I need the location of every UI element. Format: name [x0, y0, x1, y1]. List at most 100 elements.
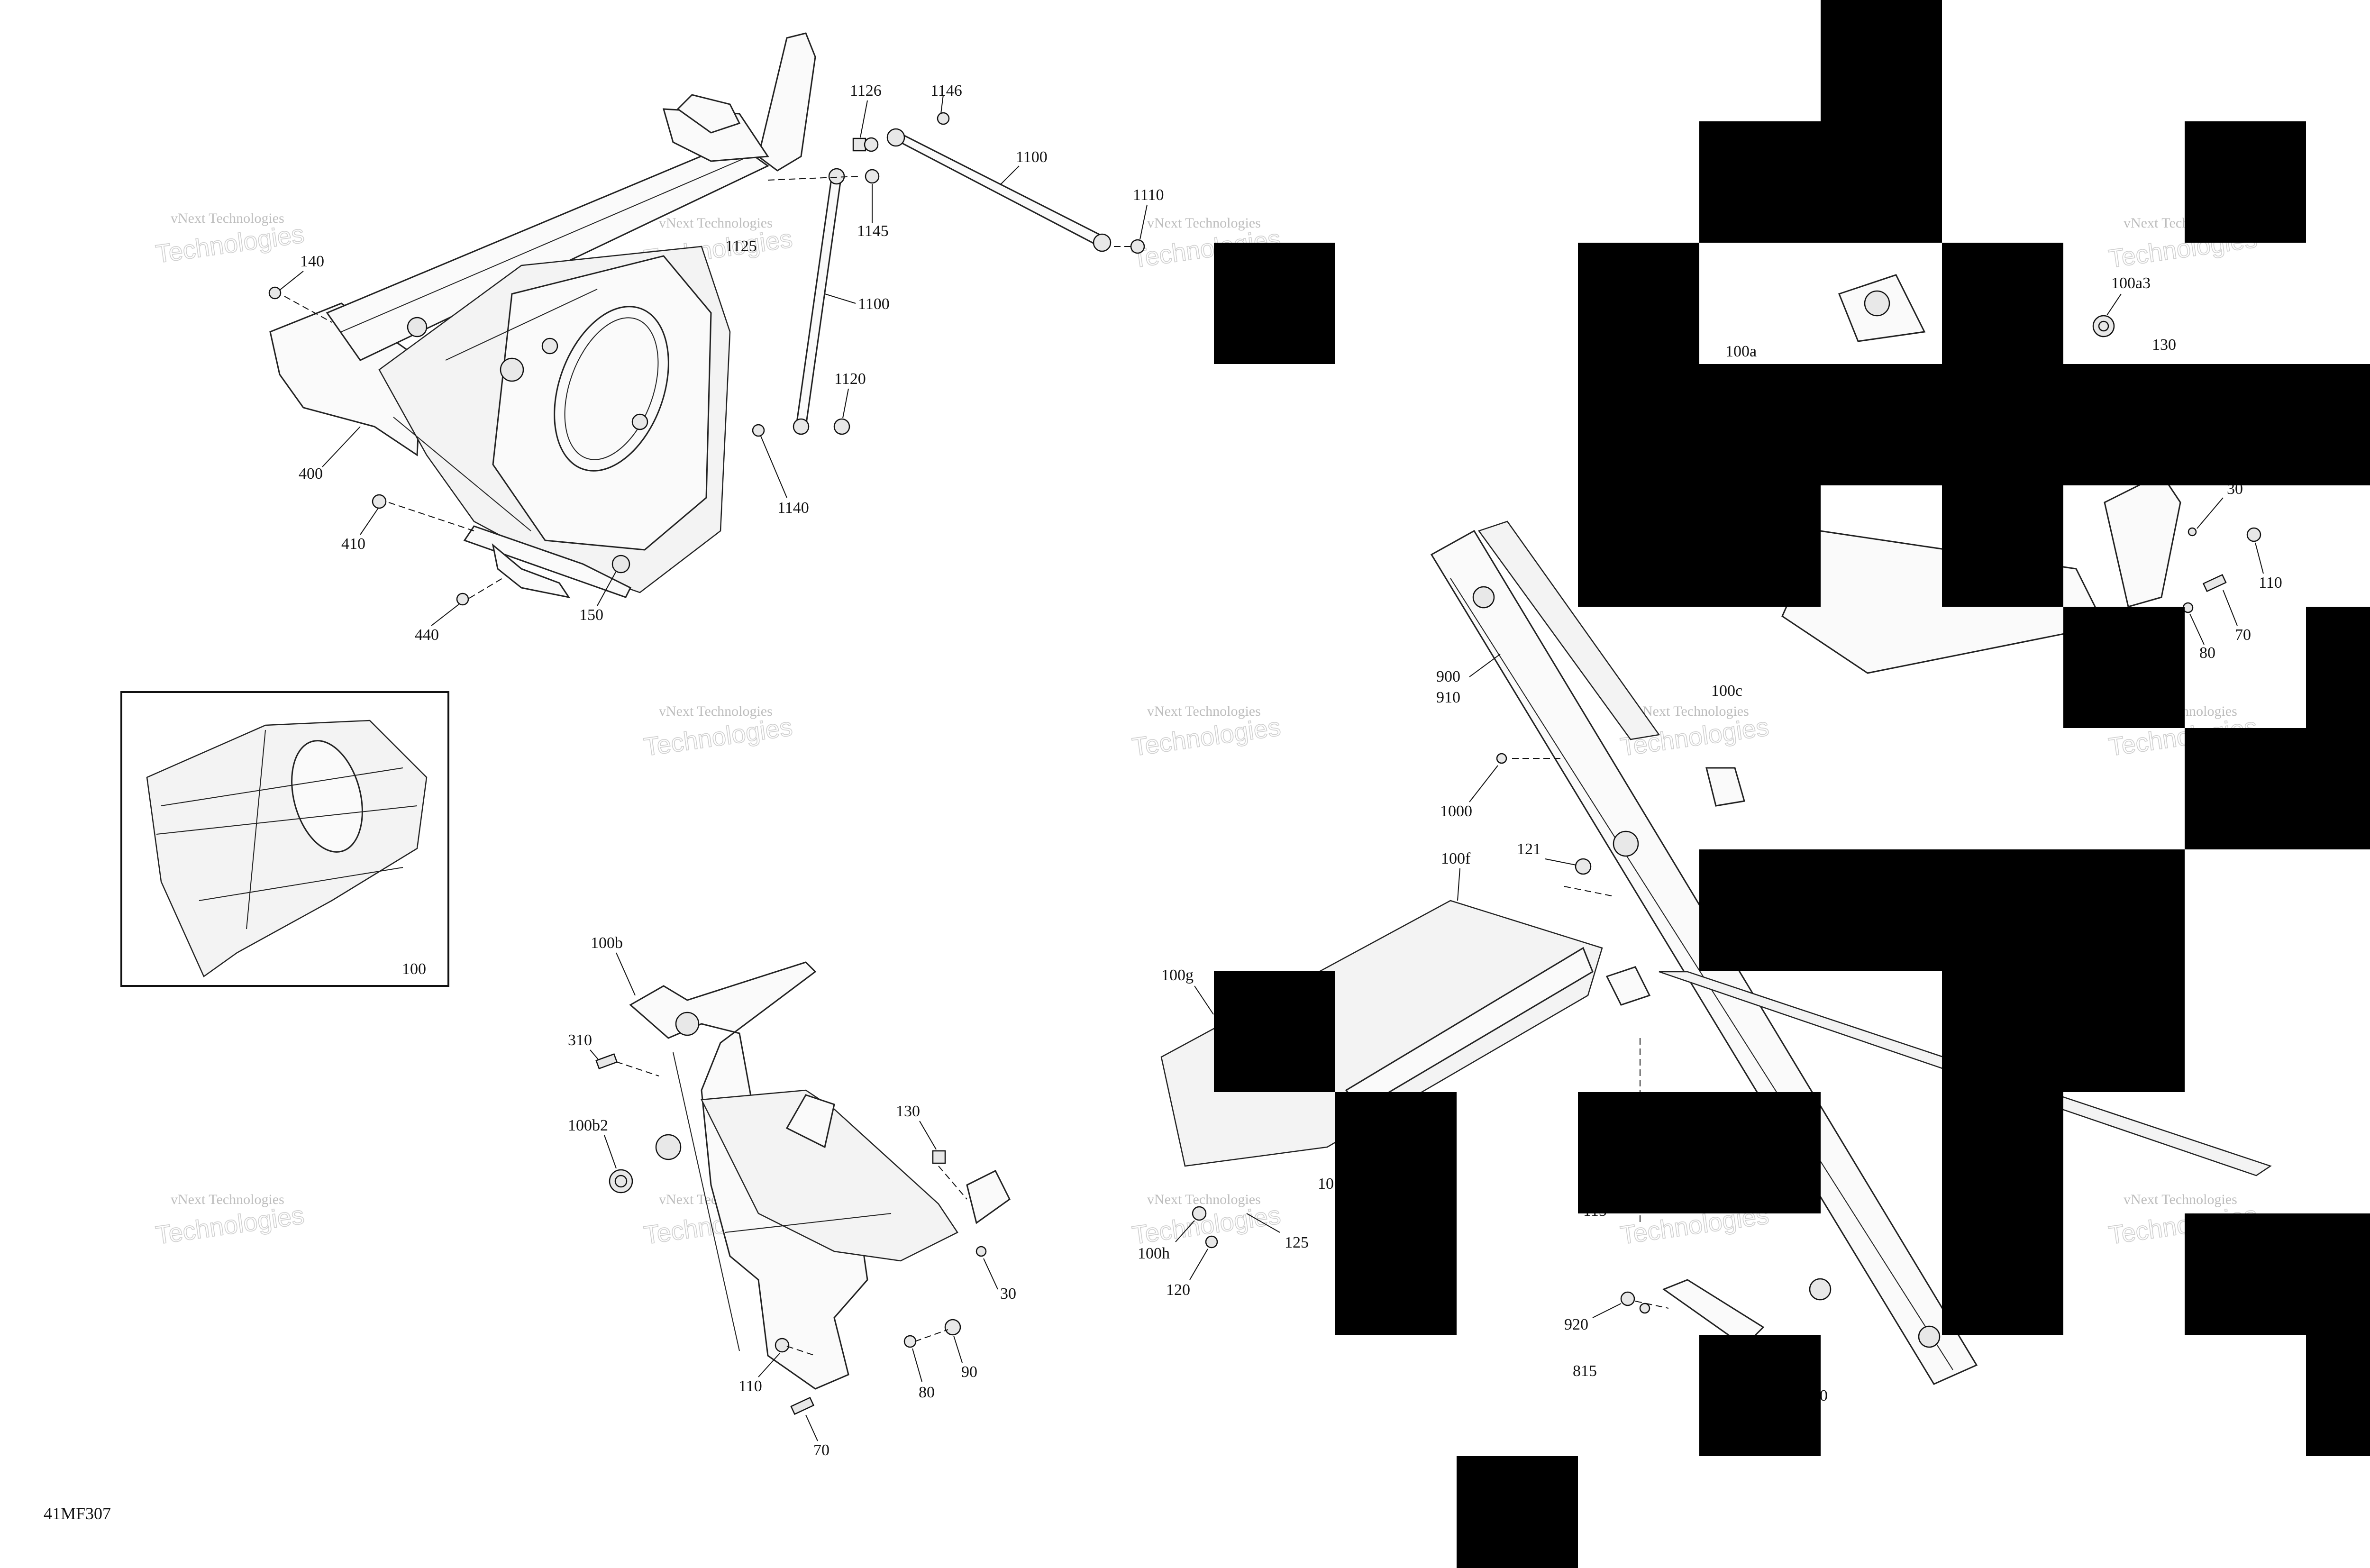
redaction-block [1578, 485, 1821, 607]
redaction-block [1578, 1092, 1821, 1213]
tie-rod-horizontal [889, 133, 1106, 248]
callout-90: 90 [961, 1363, 977, 1381]
side-bracket-assembly [629, 961, 1011, 1390]
callout-80-left: 80 [919, 1384, 935, 1401]
bracket-post [785, 1094, 835, 1149]
callout-150: 150 [579, 606, 603, 624]
redaction-block [1699, 121, 1942, 243]
redaction-blocks [1214, 0, 2370, 1568]
callout-100h: 100h [1138, 1245, 1170, 1262]
stud-1000 [1496, 753, 1507, 764]
bolt-1140 [752, 424, 765, 437]
callout-310: 310 [568, 1031, 592, 1049]
callout-100a: 100a [1725, 343, 1757, 360]
side-bracket-hardware [595, 1053, 987, 1415]
washer-80 [903, 1335, 917, 1348]
bolt-1146 [937, 112, 950, 125]
callout-100c: 100c [1711, 682, 1742, 700]
bolt-920 [1620, 1291, 1635, 1306]
redaction-block [2063, 607, 2185, 728]
callout-100a3: 100a3 [2111, 274, 2151, 292]
callout-10x: 10 [1318, 1175, 1334, 1193]
redaction-block [1699, 849, 2185, 971]
inset-label: 100 [402, 960, 426, 978]
callout-100b: 100b [591, 934, 623, 952]
redaction-block [2185, 121, 2306, 243]
bolt-410 [372, 494, 387, 509]
callout-1000: 1000 [1440, 802, 1472, 820]
callout-120: 120 [1166, 1281, 1190, 1299]
nut [852, 137, 866, 152]
watermark-text: vNext Technologies [1147, 215, 1261, 231]
redaction-block [1214, 243, 1335, 364]
callout-920: 920 [1564, 1316, 1588, 1333]
bolt-70 [790, 1396, 815, 1415]
callout-815: 815 [1573, 1362, 1597, 1380]
beam-upper-rail [1477, 520, 1660, 740]
watermark-text: vNext Technologies [1147, 703, 1261, 719]
bolt-70-right [2202, 574, 2227, 593]
bolt-30-right [2188, 527, 2197, 537]
redaction-block [1942, 1092, 2063, 1335]
callout-900: 900 [1436, 668, 1460, 685]
callout-110-right: 110 [2259, 574, 2282, 592]
callout-1125: 1125 [725, 237, 757, 255]
bolt-30 [975, 1246, 987, 1257]
frame-lower-rail [463, 525, 632, 598]
redaction-block [2185, 728, 2370, 849]
callout-130-left: 130 [896, 1103, 920, 1120]
nut-130 [932, 1150, 946, 1164]
washer [864, 137, 879, 152]
bolt-120 [1205, 1235, 1218, 1249]
callout-100b2: 100b2 [568, 1117, 608, 1134]
inset-view-100: 100 [120, 691, 449, 987]
redaction-block [2185, 1213, 2370, 1335]
callout-910: 910 [1436, 689, 1460, 706]
nut-121 [1575, 858, 1592, 875]
redaction-block [1214, 971, 1335, 1092]
rear-side-plate [2104, 473, 2181, 608]
callout-100f: 100f [1441, 850, 1471, 867]
callout-125: 125 [1285, 1234, 1309, 1251]
redaction-block [1457, 1456, 1578, 1568]
nut-1120 [833, 418, 850, 435]
floor-cylinder [1605, 966, 1651, 1006]
watermark-text: vNext Technologies [1635, 703, 1749, 719]
bolt-440 [456, 593, 469, 606]
nut-150 [611, 555, 630, 574]
bolt-1145 [865, 169, 880, 184]
watermark-text: vNext Technologies [2124, 1192, 2237, 1207]
watermark-text: Technologies [154, 1201, 306, 1249]
redaction-block [2306, 1335, 2370, 1456]
bolt-110-right [2246, 527, 2261, 542]
nut-90 [944, 1319, 961, 1336]
redaction-block [1942, 243, 2063, 364]
callout-110-left: 110 [738, 1377, 762, 1395]
link-800 [1662, 1279, 1765, 1347]
callout-440: 440 [415, 626, 439, 644]
redaction-block [1942, 485, 2063, 607]
callout-130-right: 130 [2152, 336, 2176, 354]
callout-70-left: 70 [813, 1441, 830, 1459]
callout-1110: 1110 [1133, 186, 1164, 204]
redaction-block [1821, 0, 1942, 121]
diagram-id: 41MF307 [44, 1504, 111, 1523]
callout-1100-mid: 1100 [858, 295, 890, 313]
tie-rod-vertical [795, 174, 842, 428]
callout-30-left: 30 [1000, 1285, 1016, 1303]
bolt-140 [268, 286, 282, 300]
callout-1145: 1145 [857, 222, 889, 240]
callout-1146: 1146 [930, 82, 962, 100]
frame-upper-tube [326, 141, 769, 361]
watermark-text: vNext Technologies [659, 215, 773, 231]
frame-top-mount [757, 32, 816, 172]
callout-70-right: 70 [2235, 626, 2251, 644]
callout-400: 400 [299, 465, 323, 483]
callout-1126: 1126 [850, 82, 882, 100]
redaction-block [1942, 971, 2185, 1092]
watermark-text: Technologies [642, 712, 794, 761]
redaction-block [1578, 243, 1699, 364]
callout-121: 121 [1517, 840, 1541, 858]
callout-140: 140 [300, 253, 324, 270]
